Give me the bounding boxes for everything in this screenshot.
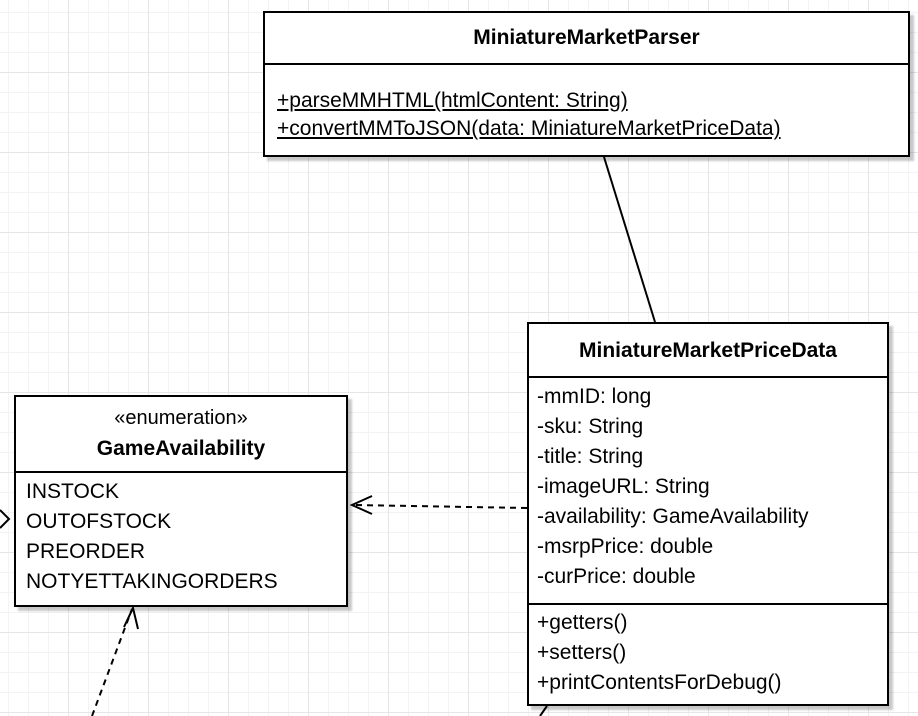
dependency-arrowhead-left-edge xyxy=(0,509,11,529)
attribute[interactable]: -imageURL: String xyxy=(537,475,710,498)
operation[interactable]: +convertMMToJSON(data: MiniatureMarketPr… xyxy=(277,117,781,140)
attribute[interactable]: -sku: String xyxy=(537,415,644,438)
attribute[interactable]: -mmID: long xyxy=(537,385,652,408)
enum-game-availability[interactable]: «enumeration» GameAvailability INSTOCK O… xyxy=(14,395,348,607)
class-name: MiniatureMarketPriceData xyxy=(579,339,837,362)
class-header: MiniatureMarketParser xyxy=(265,13,908,65)
operation[interactable]: +parseMMHTML(htmlContent: String) xyxy=(277,89,628,112)
stereotype-label: «enumeration» xyxy=(114,407,248,429)
association-parser-pricedata[interactable] xyxy=(603,156,656,323)
class-miniature-market-parser[interactable]: MiniatureMarketParser +parseMMHTML(htmlC… xyxy=(263,11,910,157)
attributes-compartment: -mmID: long -sku: String -title: String … xyxy=(529,378,887,603)
operation[interactable]: +printContentsForDebug() xyxy=(537,671,782,694)
attribute[interactable]: -availability: GameAvailability xyxy=(537,505,809,528)
class-name: MiniatureMarketParser xyxy=(473,26,700,49)
enum-name: GameAvailability xyxy=(96,437,266,460)
attribute[interactable]: -curPrice: double xyxy=(537,565,696,588)
class-header: MiniatureMarketPriceData xyxy=(529,324,887,378)
attribute[interactable]: -title: String xyxy=(537,445,644,468)
operation[interactable]: +setters() xyxy=(537,641,627,664)
enum-literal[interactable]: PREORDER xyxy=(26,540,146,563)
enum-literal[interactable]: OUTOFSTOCK xyxy=(26,510,172,533)
dependency-arrowhead-bottom xyxy=(123,605,139,630)
operations-compartment: +getters() +setters() +printContentsForD… xyxy=(529,603,887,700)
operations-compartment: +parseMMHTML(htmlContent: String) +conve… xyxy=(265,65,908,145)
association-offscreen-pricedata[interactable] xyxy=(539,705,548,716)
enum-literal[interactable]: INSTOCK xyxy=(26,480,119,503)
class-miniature-market-price-data[interactable]: MiniatureMarketPriceData -mmID: long -sk… xyxy=(527,322,889,706)
enum-literal[interactable]: NOTYETTAKINGORDERS xyxy=(26,570,278,593)
dependency-offscreen-to-availability[interactable] xyxy=(91,608,133,716)
attribute[interactable]: -msrpPrice: double xyxy=(537,535,714,558)
enum-header: «enumeration» GameAvailability xyxy=(16,397,346,473)
dependency-pricedata-availability[interactable] xyxy=(353,504,528,509)
dependency-arrowhead xyxy=(349,495,373,515)
operation[interactable]: +getters() xyxy=(537,611,628,634)
literals-compartment: INSTOCK OUTOFSTOCK PREORDER NOTYETTAKING… xyxy=(16,473,346,601)
